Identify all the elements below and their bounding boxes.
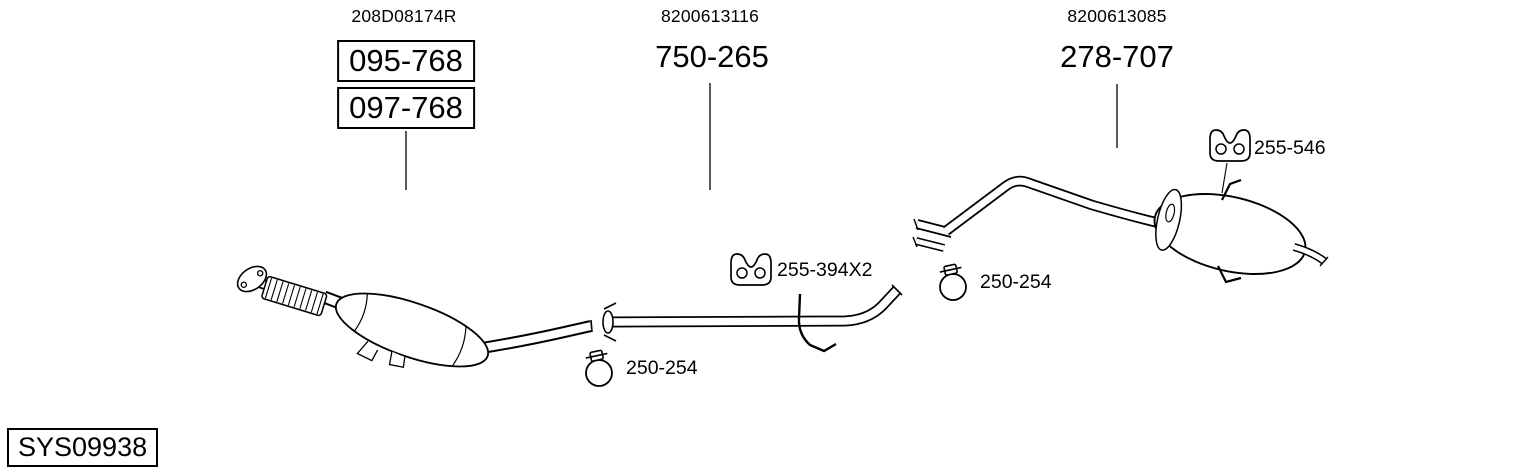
rear-muffler: [1153, 188, 1307, 275]
pipe-clamp-icon: [584, 348, 613, 387]
rubber-hanger-icon: [1209, 129, 1251, 162]
muffler-bottom-bracket: [1217, 265, 1242, 284]
front-pipe-catalyst-drawing: [236, 265, 593, 368]
pipe-clamp-icon: [938, 262, 967, 301]
oem-ref-rear: 8200613085: [1067, 6, 1167, 26]
callout-center-clamp: 250-254: [626, 357, 698, 379]
front-flange: [236, 265, 268, 293]
center-pipe-hanger-rod: [797, 293, 837, 353]
center-pipe-drawing: [602, 284, 903, 353]
catalytic-converter: [334, 292, 490, 368]
flex-pipe: [261, 275, 328, 317]
rear-pipe-muffler-drawing: [912, 175, 1329, 284]
rubber-hanger-icon: [730, 253, 772, 286]
oem-ref-center: 8200613116: [660, 6, 760, 26]
oem-ref-front: 208D08174R: [351, 6, 457, 26]
part-number-front-1: 095-768: [337, 40, 475, 82]
callout-rear-clamp: 250-254: [980, 271, 1052, 293]
part-number-rear: 278-707: [1060, 39, 1174, 74]
leader-line-rear-hanger: [1221, 162, 1228, 194]
callout-center-hanger: 255-394X2: [777, 259, 873, 281]
part-number-front-2: 097-768: [337, 87, 475, 129]
muffler-top-pin: [1221, 178, 1242, 201]
center-pipe-inlet-fitting: [602, 302, 617, 342]
system-code: SYS09938: [7, 428, 159, 467]
part-number-center: 750-265: [655, 39, 769, 74]
callout-rear-hanger: 255-546: [1254, 137, 1326, 159]
